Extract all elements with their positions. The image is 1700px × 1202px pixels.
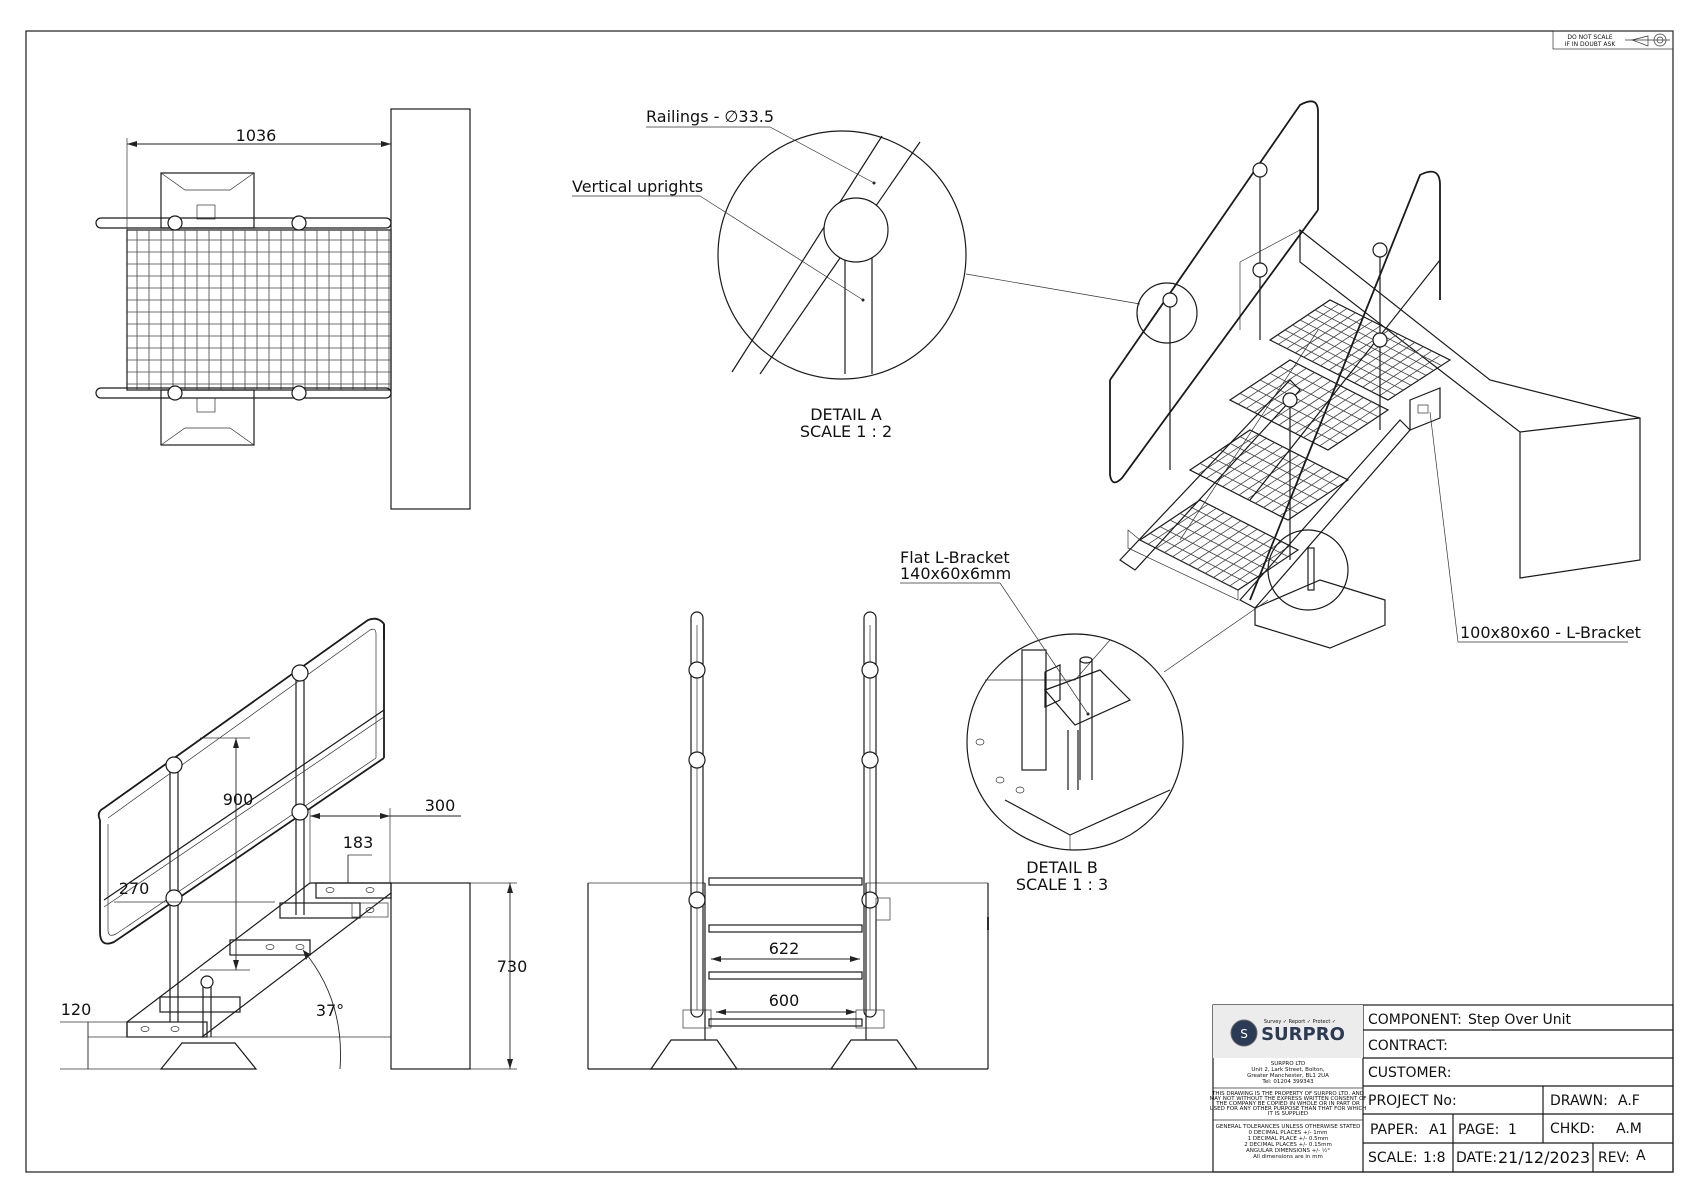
tolerance-line-0: GENERAL TOLERANCES UNLESS OTHERWISE STAT…: [1216, 1124, 1361, 1130]
project-label: PROJECT No:: [1368, 1093, 1457, 1109]
label-l-bracket-100: 100x80x60 - L-Bracket: [1460, 623, 1641, 642]
plan-view: 1036: [95, 108, 471, 510]
company-tel: Tel: 01204 399343: [1261, 1079, 1314, 1085]
page-label: PAGE:: [1458, 1122, 1499, 1138]
side-elevation: 900 300 183 270 120 37° 730: [60, 617, 528, 1070]
scale-label: SCALE:: [1368, 1150, 1418, 1166]
detail-b: Flat L-Bracket 140x60x6mm DETAIL B SCALE…: [900, 548, 1184, 894]
surpro-logo: S Survey ✓ Report ✓ Protect ✓ SURPRO: [1213, 1005, 1363, 1058]
scale-value: 1:8: [1423, 1150, 1446, 1166]
tolerance-line-3: 2 DECIMAL PLACES +/- 0.15mm: [1244, 1142, 1332, 1148]
plan-wall: [390, 108, 471, 510]
component-label: COMPONENT:: [1368, 1012, 1462, 1028]
drawn-value: A.F: [1618, 1093, 1640, 1109]
legal-line-0: THIS DRAWING IS THE PROPERTY OF SURPRO L…: [1211, 1091, 1364, 1097]
date-value: 21/12/2023: [1498, 1148, 1590, 1167]
dim-angle: 37°: [316, 1001, 344, 1020]
projection-symbol-icon: [1625, 33, 1670, 47]
legal-line-2: THE COMPANY BE COPIED IN WHOLE OR IN PAR…: [1215, 1101, 1360, 1107]
legal-line-1: MAY NOT WITHOUT THE EXPRESS WRITTEN CONS…: [1210, 1096, 1367, 1102]
chkd-label: CHKD:: [1550, 1121, 1595, 1137]
customer-label: CUSTOMER:: [1368, 1065, 1451, 1081]
rev-value: A: [1636, 1148, 1646, 1164]
do-not-scale-stamp: DO NOT SCALE IF IN DOUBT ASK: [1552, 30, 1674, 50]
plan-grating: [126, 229, 392, 391]
dim-rail-height: 900: [223, 790, 254, 809]
paper-label: PAPER:: [1370, 1122, 1418, 1138]
company-address2: Greater Manchester, BL1 2UA: [1247, 1073, 1329, 1079]
tolerance-line-4: ANGULAR DIMENSIONS +/- ½°: [1246, 1147, 1330, 1154]
rev-label: REV:: [1598, 1150, 1630, 1166]
dim-base: 120: [61, 1000, 92, 1019]
chkd-value: A.M: [1616, 1121, 1642, 1137]
label-vertical-uprights: Vertical uprights: [572, 177, 703, 196]
drawn-label: DRAWN:: [1550, 1093, 1608, 1109]
detail-a-title: DETAIL A: [810, 405, 882, 424]
detail-a: Railings - ∅33.5 Vertical uprights DETAI…: [572, 107, 1198, 441]
legal-line-3: USED FOR ANY OTHER PURPOSE THAN THAT FOR…: [1210, 1106, 1367, 1112]
front-elevation: 622 600: [587, 611, 989, 1070]
dim-width-inner: 600: [769, 991, 800, 1010]
label-flat-l-bracket-2: 140x60x6mm: [900, 564, 1011, 583]
dim-width-outer: 622: [769, 939, 800, 958]
stamp-line2: IF IN DOUBT ASK: [1565, 41, 1617, 48]
paper-value: A1: [1429, 1122, 1447, 1138]
detail-b-scale: SCALE 1 : 3: [1016, 875, 1108, 894]
logo-mark-icon: S: [1240, 1027, 1248, 1041]
logo-tagline: Survey ✓ Report ✓ Protect ✓: [1264, 1019, 1336, 1025]
isometric-view: 100x80x60 - L-Bracket: [1109, 100, 1641, 673]
stamp-line1: DO NOT SCALE: [1567, 34, 1612, 41]
label-railings: Railings - ∅33.5: [646, 107, 774, 126]
contract-label: CONTRACT:: [1368, 1038, 1448, 1054]
dim-rise: 183: [343, 833, 374, 852]
company-address1: Unit 2, Lark Street, Bolton,: [1251, 1067, 1324, 1073]
logo-brand: SURPRO: [1261, 1024, 1345, 1045]
title-block: S Survey ✓ Report ✓ Protect ✓ SURPRO SUR…: [1210, 1004, 1674, 1173]
dim-going: 300: [425, 796, 456, 815]
component-value: Step Over Unit: [1468, 1012, 1571, 1028]
sheet-border: [25, 30, 1674, 1173]
tolerance-line-1: 0 DECIMAL PLACES +/- 1mm: [1249, 1130, 1328, 1136]
company-name: SURPRO LTD: [1271, 1061, 1305, 1067]
detail-a-scale: SCALE 1 : 2: [800, 422, 892, 441]
date-label: DATE:: [1456, 1150, 1497, 1166]
dim-top-width: 1036: [236, 126, 277, 145]
dim-height: 730: [497, 957, 528, 976]
detail-b-title: DETAIL B: [1026, 858, 1098, 877]
label-flat-l-bracket-1: Flat L-Bracket: [900, 548, 1010, 567]
page-value: 1: [1508, 1122, 1517, 1138]
dim-nosing: 270: [119, 879, 150, 898]
legal-line-4: IT IS SUPPLIED: [1268, 1111, 1308, 1117]
tolerance-line-2: 1 DECIMAL PLACE +/- 0.5mm: [1248, 1136, 1329, 1142]
tolerance-line-5: All dimensions are in mm: [1253, 1154, 1323, 1160]
